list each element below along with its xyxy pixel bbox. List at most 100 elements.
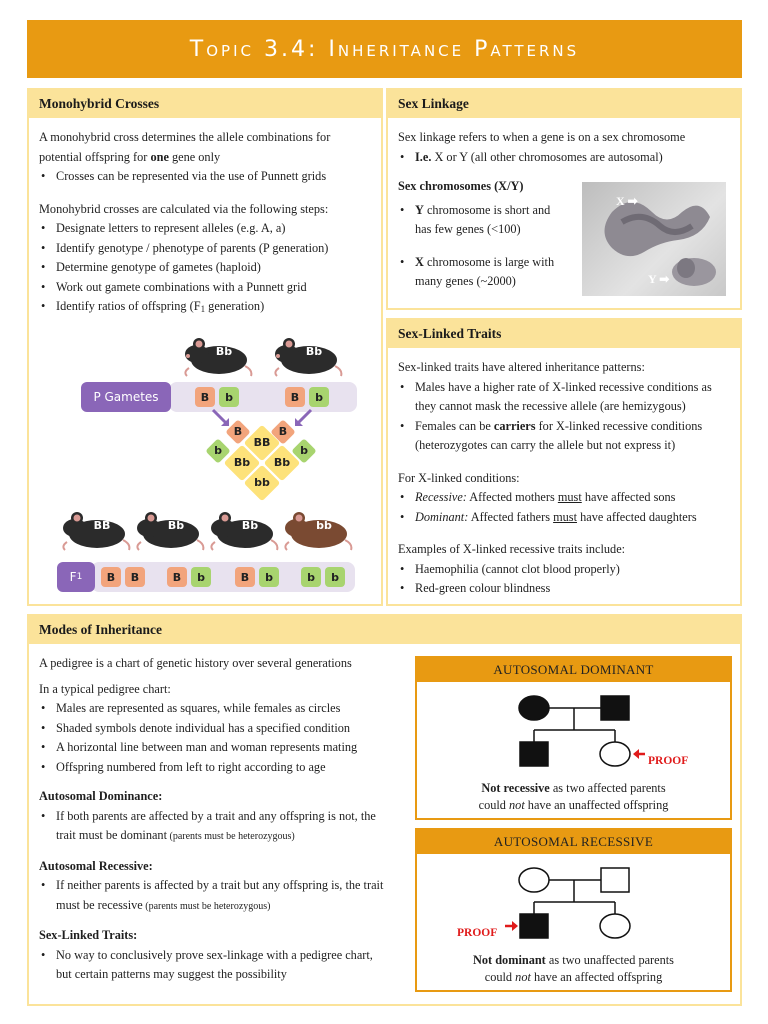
list-item: Males are represented as squares, while … xyxy=(39,699,391,719)
gamete-allele: b xyxy=(309,387,329,407)
pedigree-chart xyxy=(518,695,645,767)
pedigree-female-unaffected xyxy=(518,867,550,893)
autosomal-dominant-caption: Not recessive as two affected parents co… xyxy=(478,781,669,812)
gamete-allele: b xyxy=(219,387,239,407)
pedigree-male-unaffected xyxy=(600,867,630,893)
list-item: Determine genotype of gametes (haploid) xyxy=(39,258,371,278)
grid-genotype: bb xyxy=(254,476,270,489)
offspring-genotype: bb xyxy=(316,519,332,532)
monohybrid-panel: Monohybrid Crosses A monohybrid cross de… xyxy=(27,88,383,606)
p-gametes-label: P Gametes xyxy=(81,382,171,412)
examples-intro: Examples of X-linked recessive traits in… xyxy=(398,542,626,556)
mouse-icon xyxy=(210,512,279,551)
mouse-icon xyxy=(62,512,131,551)
modes-body: A pedigree is a chart of genetic history… xyxy=(29,644,401,991)
autosomal-recessive-box: AUTOSOMAL RECESSIVE PROOF Not dominant a… xyxy=(415,828,732,992)
sex-linkage-heading: Sex Linkage xyxy=(388,90,740,118)
f1-allele: B xyxy=(101,567,121,587)
list-item: If both parents are affected by a trait … xyxy=(39,807,391,847)
pedigree-chart xyxy=(505,867,631,939)
parent2-genotype: Bb xyxy=(305,345,323,358)
autosomal-recessive-title: AUTOSOMAL RECESSIVE xyxy=(417,830,730,854)
offspring-genotype: Bb xyxy=(167,519,185,532)
pedigree-female-unaffected xyxy=(599,913,631,939)
sex-linkage-intro: Sex linkage refers to when a gene is on … xyxy=(398,130,686,144)
autosomal-recessive-list: If neither parents is affected by a trai… xyxy=(39,876,391,916)
chromosome-image: X ➡ Y ➡ xyxy=(582,182,726,296)
f1-allele: b xyxy=(259,567,279,587)
arrow-icon xyxy=(295,408,313,426)
monohybrid-body: A monohybrid cross determines the allele… xyxy=(29,118,381,326)
sex-linked-list: No way to conclusively prove sex-linkage… xyxy=(39,946,391,985)
mouse-icon xyxy=(274,338,343,377)
gamete-allele: B xyxy=(195,387,215,407)
autosomal-recessive-heading: Autosomal Recessive: xyxy=(39,858,153,873)
page-title: Topic 3.4: Inheritance Patterns xyxy=(189,36,580,62)
list-item: Males have a higher rate of X-linked rec… xyxy=(398,378,730,417)
list-item: Identify genotype / phenotype of parents… xyxy=(39,239,371,259)
f1-allele: B xyxy=(125,567,145,587)
gamete-allele: B xyxy=(285,387,305,407)
list-item: Offspring numbered from left to right ac… xyxy=(39,758,391,778)
offspring-genotype: BB xyxy=(93,519,111,532)
x-linked-list: Recessive: Affected mothers must have af… xyxy=(398,488,730,527)
list-item: Haemophilia (cannot clot blood properly) xyxy=(398,560,730,580)
f1-allele: b xyxy=(325,567,345,587)
chromosome-icon xyxy=(604,202,716,286)
list-item: I.e. X or Y (all other chromosomes are a… xyxy=(398,148,730,168)
grid-genotype: BB xyxy=(253,436,271,449)
f1-allele: B xyxy=(235,567,255,587)
sex-linkage-panel: Sex Linkage Sex linkage refers to when a… xyxy=(386,88,742,310)
sex-chromosomes-subheading: Sex chromosomes (X/Y) xyxy=(398,179,524,193)
f1-allele: b xyxy=(191,567,211,587)
modes-heading: Modes of Inheritance xyxy=(29,616,740,644)
sex-linkage-body: Sex linkage refers to when a gene is on … xyxy=(388,118,740,298)
parent1-genotype: Bb xyxy=(215,345,233,358)
sex-linked-traits-body: Sex-linked traits have altered inheritan… xyxy=(388,348,740,605)
mouse-icon xyxy=(284,512,353,551)
list-item: If neither parents is affected by a trai… xyxy=(39,876,391,916)
sex-linked-traits-panel: Sex-Linked Traits Sex-linked traits have… xyxy=(386,318,742,606)
pedigree-male-affected xyxy=(519,913,549,939)
list-item: X chromosome is large with many genes (~… xyxy=(398,253,560,292)
steps-list: Designate letters to represent alleles (… xyxy=(39,219,371,320)
sex-linked-traits-heading: Sex-Linked Traits xyxy=(388,320,740,348)
list-item: No way to conclusively prove sex-linkage… xyxy=(39,946,391,985)
proof-label: PROOF xyxy=(648,755,689,767)
chromosome-list: Y chromosome is short and has few genes … xyxy=(398,201,560,292)
list-item: A horizontal line between man and woman … xyxy=(39,738,391,758)
traits-list: Males have a higher rate of X-linked rec… xyxy=(398,378,730,456)
arrow-icon xyxy=(211,408,229,426)
grid-genotype: Bb xyxy=(233,456,251,469)
proof-label: PROOF xyxy=(457,927,498,939)
x-linked-intro: For X-linked conditions: xyxy=(398,470,520,485)
autosomal-dominant-title: AUTOSOMAL DOMINANT xyxy=(417,658,730,682)
sex-linked-heading: Sex-Linked Traits: xyxy=(39,928,138,942)
list-item: Red-green colour blindness xyxy=(398,579,730,599)
list-item: Females can be carriers for X-linked rec… xyxy=(398,417,730,456)
grid-allele: b xyxy=(300,444,308,457)
list-item: Designate letters to represent alleles (… xyxy=(39,219,371,239)
list-item: Identify ratios of offspring (F1 generat… xyxy=(39,297,371,320)
x-label: X ➡ xyxy=(616,194,638,208)
monohybrid-intro: A monohybrid cross determines the allele… xyxy=(39,130,331,164)
offspring-genotype: Bb xyxy=(241,519,259,532)
mouse-icon xyxy=(136,512,205,551)
pedigree-intro: In a typical pedigree chart: xyxy=(39,681,171,696)
grid-allele: B xyxy=(233,425,243,438)
list-item: Y chromosome is short and has few genes … xyxy=(398,201,560,240)
pedigree-female-unaffected xyxy=(599,741,631,767)
list-item: Shaded symbols denote individual has a s… xyxy=(39,719,391,739)
steps-intro: Monohybrid crosses are calculated via th… xyxy=(39,201,329,216)
examples-list: Haemophilia (cannot clot blood properly)… xyxy=(398,560,730,599)
autosomal-recessive-caption: Not dominant as two unaffected parents c… xyxy=(473,953,674,984)
monohybrid-list: Crosses can be represented via the use o… xyxy=(39,167,371,187)
pedigree-definition: A pedigree is a chart of genetic history… xyxy=(39,656,352,670)
list-item: Crosses can be represented via the use o… xyxy=(39,167,371,187)
page-title-banner: Topic 3.4: Inheritance Patterns xyxy=(27,20,742,78)
f1-allele: b xyxy=(301,567,321,587)
pedigree-male-affected xyxy=(600,695,630,721)
traits-intro: Sex-linked traits have altered inheritan… xyxy=(398,360,645,374)
grid-genotype: Bb xyxy=(273,456,291,469)
